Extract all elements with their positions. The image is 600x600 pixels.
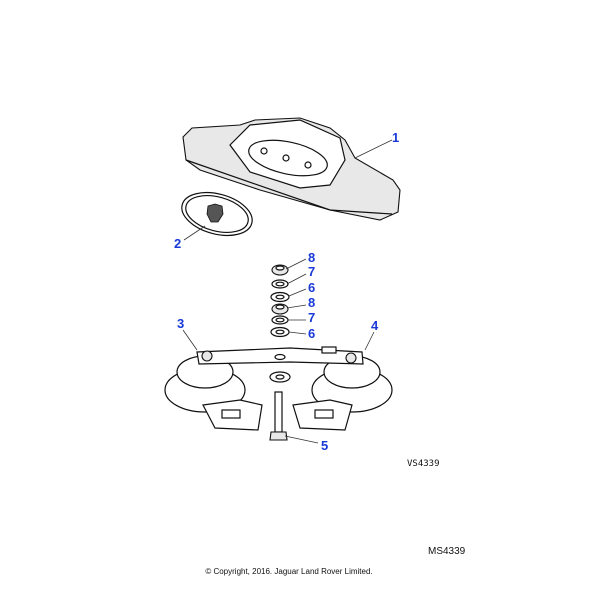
drawing-number: MS4339 [428,546,466,557]
callout-4[interactable]: 4 [371,318,379,333]
callout-7[interactable]: 7 [308,310,315,325]
illustration-ref: VS4339 [407,459,440,469]
callout-3[interactable]: 3 [177,316,184,331]
part-4-horn-right[interactable] [292,355,393,431]
callout-5[interactable]: 5 [321,438,328,453]
part-1-housing[interactable] [182,117,401,221]
callout-8-top[interactable]: 8 [308,250,315,265]
washer-lower[interactable] [269,371,291,383]
callout-6[interactable]: 6 [308,326,315,341]
jaguar-head-icon [206,203,224,223]
callout-2[interactable]: 2 [174,236,181,251]
callout-1[interactable]: 1 [392,130,399,145]
leader-lines [182,139,393,444]
part-2-badge[interactable] [177,185,257,242]
horn-bracket [196,346,364,365]
callout-6-top[interactable]: 6 [308,280,315,295]
part-5-bolt[interactable] [269,391,288,441]
callout-8[interactable]: 8 [308,295,315,310]
part-3-horn-left[interactable] [164,355,263,431]
fastener-stack[interactable] [270,264,290,338]
callout-7-top[interactable]: 7 [308,264,315,279]
copyright: © Copyright, 2016. Jaguar Land Rover Lim… [205,567,373,576]
